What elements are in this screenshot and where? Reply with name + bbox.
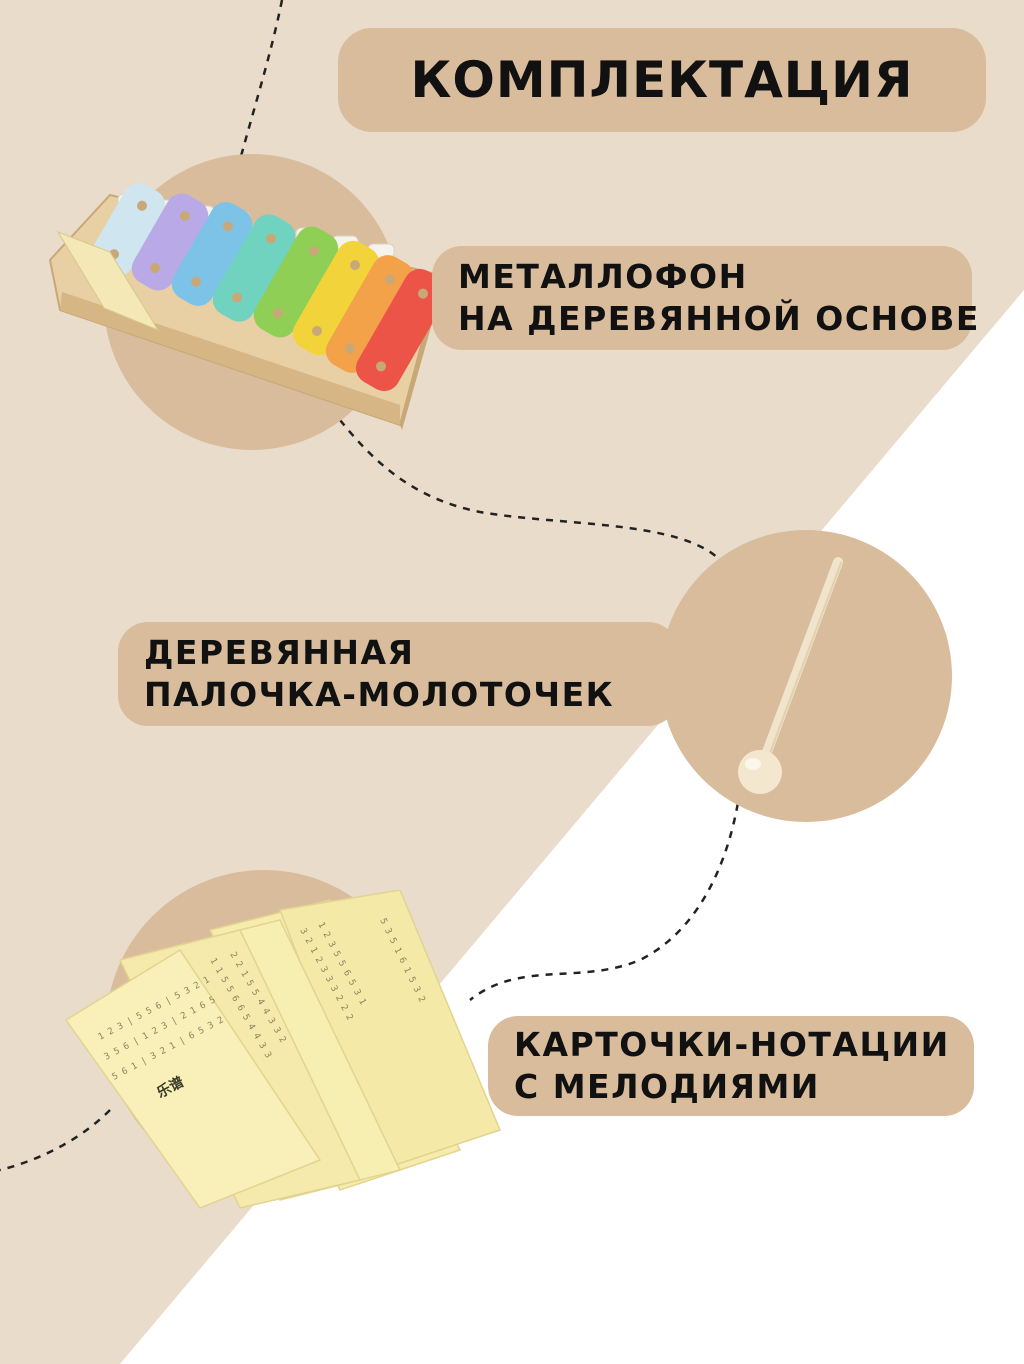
item-3-line-1: КАРТОЧКИ-НОТАЦИИ xyxy=(514,1025,950,1064)
xylophone-icon xyxy=(48,183,449,430)
notation-cards-icon: 1 2 3 | 5 5 6 | 5 3 2 1 3 5 6 | 1 2 3 | … xyxy=(64,890,502,1209)
title-banner: КОМПЛЕКТАЦИЯ xyxy=(338,28,986,132)
item-card-metallophone: МЕТАЛЛОФОН НА ДЕРЕВЯННОЙ ОСНОВЕ xyxy=(432,246,980,350)
page-title: КОМПЛЕКТАЦИЯ xyxy=(410,51,914,109)
item-3-line-2: С МЕЛОДИЯМИ xyxy=(514,1067,820,1106)
item-1-line-2: НА ДЕРЕВЯННОЙ ОСНОВЕ xyxy=(458,299,980,338)
mallet-icon xyxy=(738,557,843,794)
item-2-line-1: ДЕРЕВЯННАЯ xyxy=(144,633,415,672)
item-1-line-1: МЕТАЛЛОФОН xyxy=(458,257,748,296)
item-card-notation-cards: КАРТОЧКИ-НОТАЦИИ С МЕЛОДИЯМИ xyxy=(488,1016,974,1116)
item-card-mallet: ДЕРЕВЯННАЯ ПАЛОЧКА-МОЛОТОЧЕК xyxy=(118,622,678,726)
circle-backdrop-2 xyxy=(660,530,952,822)
item-2-line-2: ПАЛОЧКА-МОЛОТОЧЕК xyxy=(144,675,615,714)
